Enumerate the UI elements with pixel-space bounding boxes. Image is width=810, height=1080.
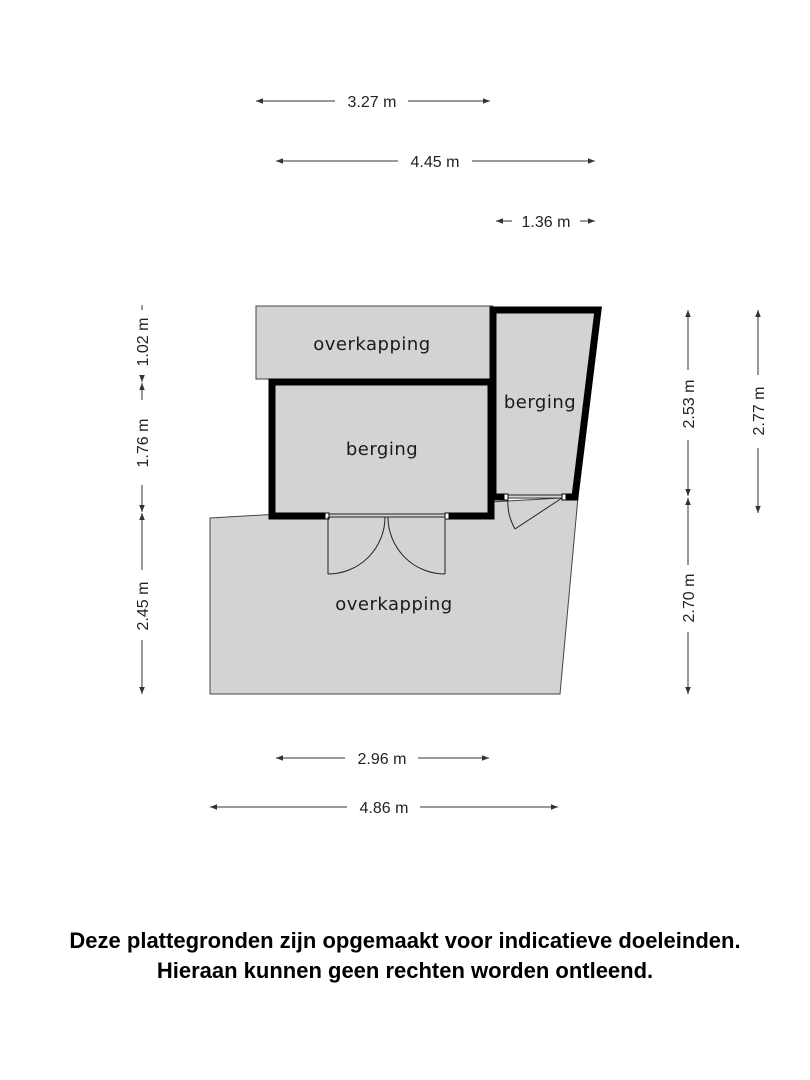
dimensions-bottom [210, 755, 558, 810]
door-jamb-right [444, 512, 450, 520]
room-label-overkapping-top: overkapping [313, 334, 430, 355]
dimension-labels-bottom: 2.96 m 4.86 m [358, 751, 409, 817]
door-swing-right [387, 516, 446, 575]
berging-main-area [272, 382, 491, 516]
dim-label-4-45: 4.45 m [411, 154, 460, 171]
disclaimer-line-1: Deze plattegronden zijn opgemaakt voor i… [69, 928, 741, 953]
dim-label-4-86: 4.86 m [360, 800, 409, 817]
dim-label-1-76: 1.76 m [135, 419, 152, 468]
berging-small-walls [489, 306, 602, 501]
dim-label-2-96: 2.96 m [358, 751, 407, 768]
dim-label-2-77: 2.77 m [751, 387, 768, 436]
door-jamb-small-right [561, 493, 567, 501]
door-leaf-small [514, 497, 563, 530]
berging-small-area [493, 310, 598, 497]
disclaimer-line-2: Hieraan kunnen geen rechten worden ontle… [156, 958, 654, 983]
room-label-overkapping-bottom: overkapping [335, 594, 452, 615]
door-swing-left [327, 516, 386, 575]
dimension-labels-right-outer: 2.77 m [751, 387, 768, 436]
room-labels: overkapping berging berging overkapping [313, 334, 576, 615]
door-swing-small [507, 497, 516, 530]
dim-label-2-70: 2.70 m [681, 574, 698, 623]
door-jamb-left [324, 512, 330, 520]
dimension-labels-left: 1.02 m 1.76 m 2.45 m [135, 318, 152, 631]
floor-areas [209, 305, 598, 695]
dim-label-1-36: 1.36 m [522, 214, 571, 231]
walls [268, 306, 602, 520]
dimensions-top [256, 98, 595, 224]
room-label-berging-small: berging [504, 392, 576, 413]
doors [327, 494, 563, 575]
dimension-labels-right-inner: 2.53 m 2.70 m [681, 380, 698, 623]
overkapping-top-area [255, 305, 494, 380]
berging-main-walls [268, 378, 495, 520]
dim-label-3-27: 3.27 m [348, 94, 397, 111]
dim-label-2-53: 2.53 m [681, 380, 698, 429]
dimension-labels-top: 3.27 m 4.45 m 1.36 m [348, 94, 571, 231]
door-jamb-small-left [503, 493, 509, 501]
room-label-berging-main: berging [346, 439, 418, 460]
dim-label-1-02: 1.02 m [135, 318, 152, 367]
dim-label-2-45: 2.45 m [135, 582, 152, 631]
